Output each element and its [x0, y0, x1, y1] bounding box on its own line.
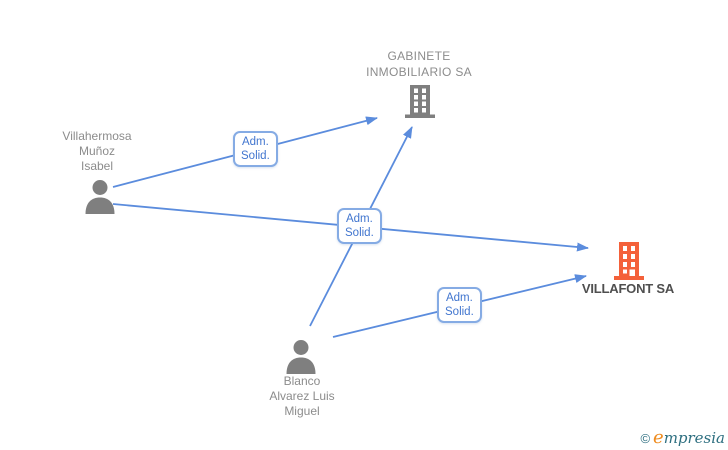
edge-label-line: Solid. — [445, 306, 474, 318]
node-label: VILLAFONT SA — [582, 281, 674, 296]
edge-label-line: Solid. — [241, 150, 270, 162]
node-label-line: Miguel — [284, 404, 320, 418]
node-label: GABINETE INMOBILIARIO SA — [366, 48, 472, 80]
logo-brand-text: mpresia — [663, 429, 725, 447]
edge-label-adm-solid-2: Adm. Solid. — [337, 208, 382, 244]
node-label-line: VILLAFONT SA — [581, 281, 675, 296]
edge-label-adm-solid-1: Adm. Solid. — [233, 131, 278, 167]
person-icon — [83, 179, 117, 219]
company-building-icon-highlighted — [614, 242, 644, 285]
edge-label-adm-solid-3: Adm. Solid. — [437, 287, 482, 323]
edge-label-line: Solid. — [345, 227, 374, 239]
node-label-line: Alvarez Luis — [269, 389, 335, 403]
node-label-line: Muñoz — [78, 144, 116, 158]
node-label-line: Isabel — [80, 159, 114, 173]
node-label-line: Blanco — [283, 374, 321, 388]
empresia-logo[interactable]: ©empresia — [640, 427, 725, 448]
node-label-line: GABINETE — [387, 49, 451, 63]
person-icon — [284, 339, 318, 379]
node-label-line: Villahermosa — [62, 129, 132, 143]
edge-label-line: Adm. — [445, 292, 473, 304]
company-building-icon — [404, 85, 436, 123]
logo-brand-initial: e — [653, 427, 664, 448]
edge-label-line: Adm. — [241, 136, 269, 148]
edge-label-line: Adm. — [345, 213, 373, 225]
node-label: Blanco Alvarez Luis Miguel — [269, 374, 334, 419]
copyright-symbol: © — [640, 431, 651, 446]
node-label: Villahermosa Muñoz Isabel — [62, 129, 131, 174]
node-label-line: INMOBILIARIO SA — [366, 65, 472, 79]
